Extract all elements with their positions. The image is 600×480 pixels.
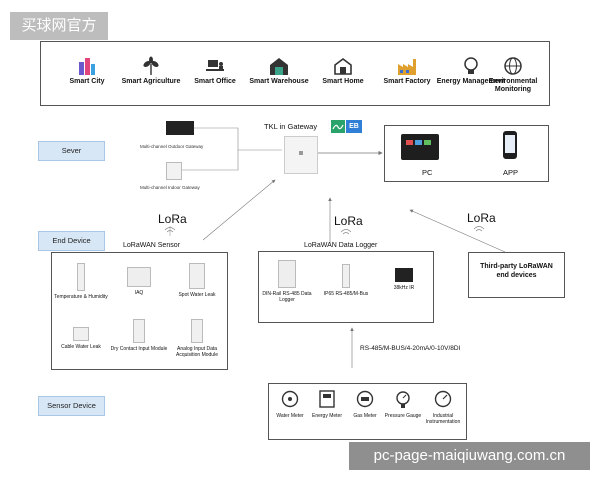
gateway-badge-green	[331, 120, 345, 133]
bulb-icon	[464, 57, 478, 74]
sensor-spot-water-leak: Spot Water Leak	[168, 263, 226, 298]
wave-icon	[332, 124, 344, 130]
lora-signal-icon	[340, 229, 352, 235]
app-smart-warehouse: Smart Warehouse	[243, 42, 315, 105]
sensor-iaq: IAQ	[110, 267, 168, 296]
sensor-analog-input: Analog Input Data Acquisition Module	[168, 319, 226, 358]
pc-monitor	[401, 134, 439, 160]
third-party-box: Third-party LoRaWAN end devices	[468, 252, 565, 298]
watermark-bottom: pc-page-maiqiuwang.com.cn	[349, 442, 590, 470]
meter-pressure: Pressure Gauge	[383, 390, 423, 419]
logger-group-title: LoRaWAN Data Logger	[304, 242, 378, 249]
meter-industrial: Industrial Instrumentation	[421, 390, 465, 425]
watermark-top: 买球网官方	[10, 12, 108, 40]
gateway-badge-eb: EB	[346, 120, 362, 133]
lora-signal-icon	[473, 226, 485, 232]
home-icon	[334, 58, 352, 75]
lora-label-logger: LoRa	[334, 214, 363, 228]
server-clients-box: PC APP	[384, 125, 549, 182]
logger-ir: 38kHz IR	[375, 268, 433, 291]
app-label: APP	[503, 168, 519, 177]
meters-box: Water Meter Energy Meter Gas Meter Press…	[268, 383, 467, 440]
main-gateway-device	[284, 136, 318, 174]
indoor-gateway-device	[166, 162, 182, 180]
app-smart-city: Smart City	[51, 42, 123, 105]
meter-water: Water Meter	[271, 390, 309, 419]
third-party-label: Third-party LoRaWAN end devices	[480, 263, 553, 279]
water-meter-icon	[281, 390, 299, 408]
layer-server: Sever	[38, 141, 105, 161]
app-smart-factory: Smart Factory	[371, 42, 443, 105]
warehouse-icon	[270, 58, 288, 75]
logger-din-rail: DIN-Rail RS-485 Data Logger	[259, 260, 315, 303]
sensor-temperature-humidity: Temperature & Humidity	[52, 263, 110, 300]
globe-icon	[504, 57, 522, 75]
pressure-gauge-icon	[396, 391, 410, 408]
gas-meter-icon	[356, 390, 374, 408]
office-desk-icon	[206, 60, 224, 71]
leaf-icon	[143, 56, 159, 75]
sensor-group-title: LoRaWAN Sensor	[123, 242, 180, 249]
layer-sensor-device: Sensor Device	[38, 396, 105, 416]
layer-end-device: End Device	[38, 231, 105, 251]
applications-panel: Smart City Smart Agriculture Smart Offic…	[40, 41, 550, 106]
sensor-group-box: Temperature & Humidity IAQ Spot Water Le…	[51, 252, 228, 370]
outdoor-gateway-device	[166, 121, 194, 135]
outdoor-gateway-label: Multi-channel Outdoor Gateway	[140, 144, 204, 149]
lora-label-sensor: LoRa	[158, 212, 187, 226]
gateway-title: TKL in Gateway	[264, 122, 318, 131]
pc-label: PC	[422, 168, 433, 177]
sensor-dry-contact: Dry Contact Input Module	[110, 319, 168, 352]
app-smart-home: Smart Home	[307, 42, 379, 105]
app-energy-management: Energy Management	[435, 42, 507, 105]
app-environmental-monitoring: Environmental Monitoring	[477, 42, 549, 105]
meter-energy: Energy Meter	[307, 390, 347, 419]
bus-protocols-label: RS-485/M-BUS/4-20mA/0-10V/8DI	[360, 345, 461, 352]
lora-signal-icon	[164, 227, 176, 233]
city-icon	[79, 58, 95, 75]
lora-label-third-party: LoRa	[467, 211, 496, 225]
energy-meter-icon	[319, 390, 335, 408]
sensor-cable-water-leak: Cable Water Leak	[52, 327, 110, 350]
meter-gas: Gas Meter	[345, 390, 385, 419]
status-led-icon	[299, 151, 303, 155]
factory-icon	[398, 59, 416, 75]
app-smart-office: Smart Office	[179, 42, 251, 105]
indoor-gateway-label: Multi-channel Indoor Gateway	[140, 185, 200, 190]
gauge-icon	[434, 390, 452, 408]
phone-device	[503, 131, 517, 159]
logger-ip65: IP65 RS-485/M-Bus	[317, 264, 375, 297]
app-smart-agriculture: Smart Agriculture	[115, 42, 187, 105]
logger-group-box: DIN-Rail RS-485 Data Logger IP65 RS-485/…	[258, 251, 434, 323]
